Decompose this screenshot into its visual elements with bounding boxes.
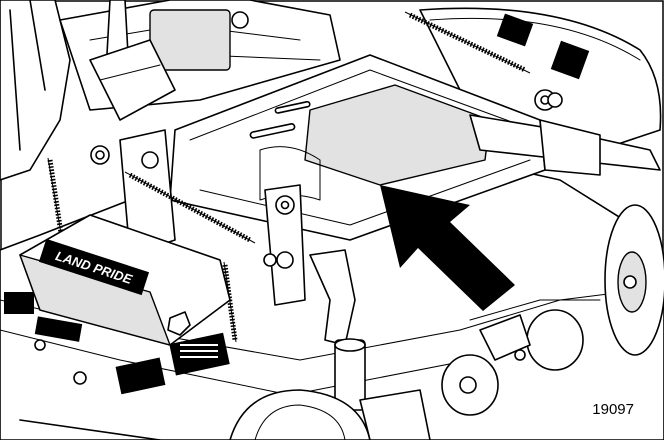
adjustment-knob: [167, 311, 191, 336]
gauge-wheel-right: [604, 204, 664, 356]
caster-wheel: [229, 338, 431, 441]
deck-cover-box: LAND PRIDE: [19, 214, 231, 346]
warning-decals: [4, 13, 590, 395]
anti-scalp-roller: [441, 309, 584, 416]
chain-center: [222, 261, 238, 343]
hitch-assembly: [89, 0, 661, 346]
figure-number: 19097: [592, 401, 634, 418]
deck-dome-right: [419, 7, 662, 151]
brand-plate: [38, 238, 150, 296]
bolts: [34, 339, 526, 385]
arrow-icon: [380, 185, 515, 311]
